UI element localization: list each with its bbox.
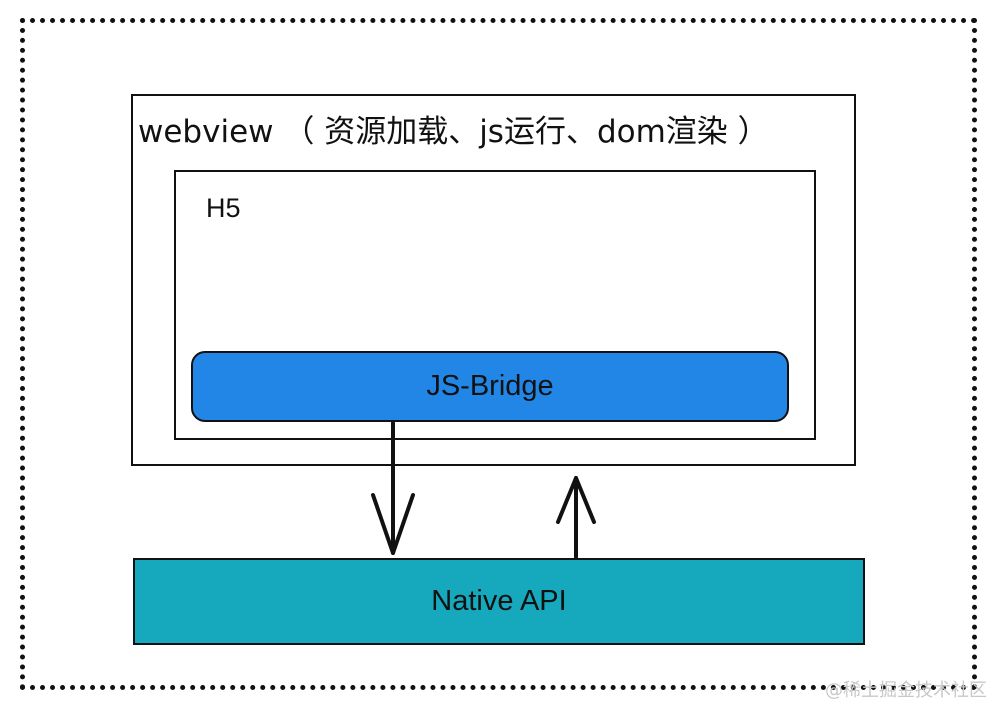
watermark: @稀土掘金技术社区 <box>825 680 987 701</box>
arrow-down-icon <box>371 421 415 555</box>
js-bridge-box: JS-Bridge <box>191 351 789 422</box>
js-bridge-label: JS-Bridge <box>426 370 554 402</box>
native-api-label: Native API <box>431 585 567 617</box>
outer-dotted-border <box>20 18 977 690</box>
arrow-up-icon <box>556 476 596 559</box>
native-api-box: Native API <box>133 558 865 645</box>
h5-label: H5 <box>206 193 241 223</box>
webview-label: webview （ 资源加载、js运行、dom渲染 ） <box>138 114 769 150</box>
